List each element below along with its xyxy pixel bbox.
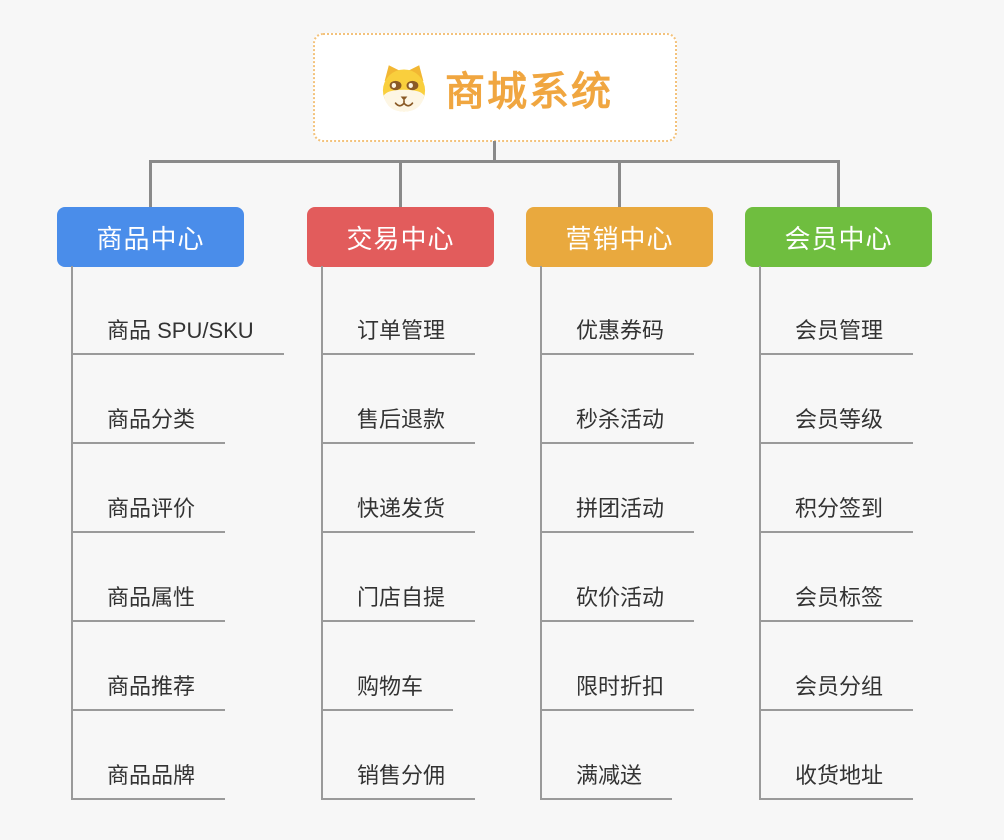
leaf-node[interactable]: 收货地址	[761, 711, 914, 800]
drop-line-product	[149, 160, 152, 208]
leaf-node[interactable]: 商品 SPU/SKU	[73, 266, 284, 355]
leaf-node[interactable]: 商品分类	[73, 355, 226, 444]
leaf-node[interactable]: 商品属性	[73, 533, 226, 622]
leaf-column-marketing: 优惠券码 秒杀活动 拼团活动 砍价活动 限时折扣 满减送	[540, 266, 695, 800]
branch-node-product[interactable]: 商品中心	[57, 207, 244, 267]
leaf-node[interactable]: 限时折扣	[542, 622, 695, 711]
leaf-node[interactable]: 售后退款	[323, 355, 476, 444]
branch-node-member[interactable]: 会员中心	[745, 207, 932, 267]
branch-node-trade[interactable]: 交易中心	[307, 207, 494, 267]
root-title: 商城系统	[445, 69, 613, 114]
leaf-column-product: 商品 SPU/SKU 商品分类 商品评价 商品属性 商品推荐 商品品牌	[71, 266, 284, 800]
leaf-node[interactable]: 会员标签	[761, 533, 914, 622]
leaf-node[interactable]: 砍价活动	[542, 533, 695, 622]
leaf-node[interactable]: 购物车	[323, 622, 454, 711]
leaf-node[interactable]: 拼团活动	[542, 444, 695, 533]
leaf-node[interactable]: 秒杀活动	[542, 355, 695, 444]
leaf-node[interactable]: 商品评价	[73, 444, 226, 533]
leaf-node[interactable]: 商品品牌	[73, 711, 226, 800]
leaf-column-member: 会员管理 会员等级 积分签到 会员标签 会员分组 收货地址	[759, 266, 914, 800]
branch-bus-line	[149, 160, 840, 163]
drop-line-marketing	[618, 160, 621, 208]
leaf-node[interactable]: 会员管理	[761, 266, 914, 355]
leaf-node[interactable]: 会员等级	[761, 355, 914, 444]
leaf-node[interactable]: 销售分佣	[323, 711, 476, 800]
drop-line-trade	[399, 160, 402, 208]
root-node[interactable]: 商城系统	[313, 33, 677, 142]
leaf-column-trade: 订单管理 售后退款 快递发货 门店自提 购物车 销售分佣	[321, 266, 476, 800]
leaf-node[interactable]: 订单管理	[323, 266, 476, 355]
leaf-node[interactable]: 优惠券码	[542, 266, 695, 355]
leaf-node[interactable]: 会员分组	[761, 622, 914, 711]
root-stem-line	[493, 141, 496, 162]
leaf-node[interactable]: 商品推荐	[73, 622, 226, 711]
leaf-node[interactable]: 积分签到	[761, 444, 914, 533]
drop-line-member	[837, 160, 840, 208]
leaf-node[interactable]: 满减送	[542, 711, 673, 800]
leaf-node[interactable]: 门店自提	[323, 533, 476, 622]
branch-node-marketing[interactable]: 营销中心	[526, 207, 713, 267]
shiba-dog-icon	[377, 61, 431, 115]
leaf-node[interactable]: 快递发货	[323, 444, 476, 533]
